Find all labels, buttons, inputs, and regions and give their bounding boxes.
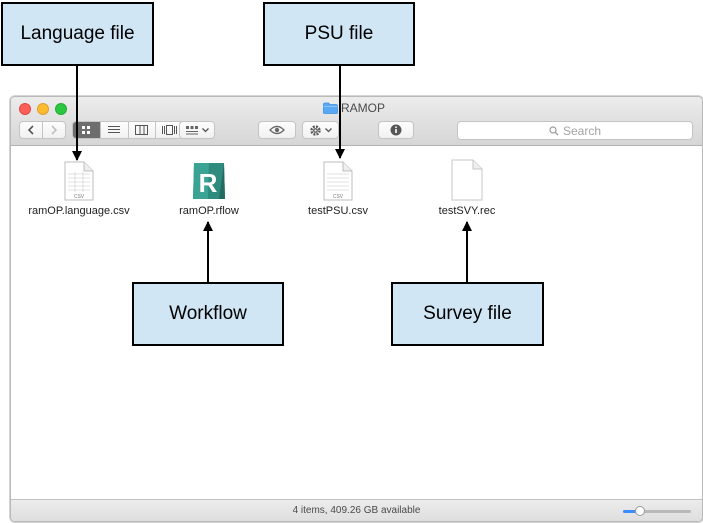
slider-track: [623, 510, 691, 513]
file-name: testPSU.csv: [308, 205, 368, 217]
icon-size-slider[interactable]: [623, 504, 691, 518]
chevron-down-icon: [201, 127, 209, 132]
csv-file-icon: CSV: [64, 161, 94, 201]
slider-fill: [623, 510, 640, 513]
callout-language-file: Language file: [1, 2, 154, 66]
file-item-language[interactable]: CSV ramOP.language.csv: [14, 155, 144, 217]
gear-icon: [310, 124, 321, 136]
file-item-psu[interactable]: CSV testPSU.csv: [273, 155, 403, 217]
folder-icon: [323, 102, 338, 114]
callout-label: Language file: [20, 23, 135, 44]
icon-view-icon: [82, 126, 91, 134]
callout-workflow: Workflow: [132, 282, 284, 346]
navigation-buttons: [19, 121, 66, 139]
window-title: RAMOP: [323, 100, 385, 116]
file-item-survey[interactable]: testSVY.rec: [402, 155, 532, 217]
window-title-text: RAMOP: [341, 101, 386, 115]
list-view-button[interactable]: [99, 122, 128, 138]
file-item-workflow[interactable]: R ramOP.rflow: [144, 155, 274, 217]
quick-look-button[interactable]: [258, 121, 296, 139]
minimize-window-button[interactable]: [37, 103, 49, 115]
blank-file-icon: [451, 159, 483, 201]
csv-badge: CSV: [74, 194, 85, 200]
status-text: 4 items, 409.26 GB available: [292, 505, 421, 516]
get-info-button[interactable]: [378, 121, 414, 139]
chevron-left-icon: [27, 125, 34, 135]
back-button[interactable]: [20, 122, 42, 138]
file-name: testSVY.rec: [438, 205, 496, 217]
callout-label: Survey file: [423, 303, 512, 324]
column-view-icon: [135, 125, 149, 135]
callout-psu-file: PSU file: [263, 2, 415, 66]
column-view-button[interactable]: [127, 122, 156, 138]
callout-label: PSU file: [304, 23, 374, 44]
file-name: ramOP.language.csv: [28, 205, 130, 217]
slider-handle[interactable]: [634, 506, 645, 516]
status-bar: 4 items, 409.26 GB available: [11, 499, 702, 521]
info-icon: [390, 124, 402, 136]
arrange-grid-icon: [185, 125, 198, 134]
search-field[interactable]: Search: [457, 121, 693, 140]
finder-window: RAMOP: [10, 96, 703, 522]
cover-flow-icon: [162, 125, 178, 135]
r-workflow-icon: R: [193, 163, 225, 199]
list-view-icon: [108, 126, 121, 133]
callout-survey-file: Survey file: [391, 282, 544, 346]
callout-label: Workflow: [169, 303, 247, 324]
action-menu-button[interactable]: [302, 121, 339, 139]
icon-view-button[interactable]: [73, 122, 100, 138]
close-window-button[interactable]: [19, 103, 31, 115]
maximize-window-button[interactable]: [55, 103, 67, 115]
window-toolbar: RAMOP: [11, 97, 702, 146]
chevron-right-icon: [51, 125, 58, 135]
cover-flow-button[interactable]: [155, 122, 183, 138]
eye-icon: [269, 125, 285, 135]
arrange-button[interactable]: [179, 121, 215, 139]
r-badge: R: [199, 168, 218, 198]
file-name: ramOP.rflow: [179, 205, 239, 217]
search-icon: [549, 125, 559, 135]
chevron-down-icon: [325, 127, 332, 132]
csv-badge: CSV: [333, 194, 344, 200]
csv-file-icon: CSV: [323, 161, 353, 201]
search-placeholder: Search: [562, 123, 602, 138]
view-mode-control: [72, 121, 184, 139]
forward-button[interactable]: [42, 122, 65, 138]
